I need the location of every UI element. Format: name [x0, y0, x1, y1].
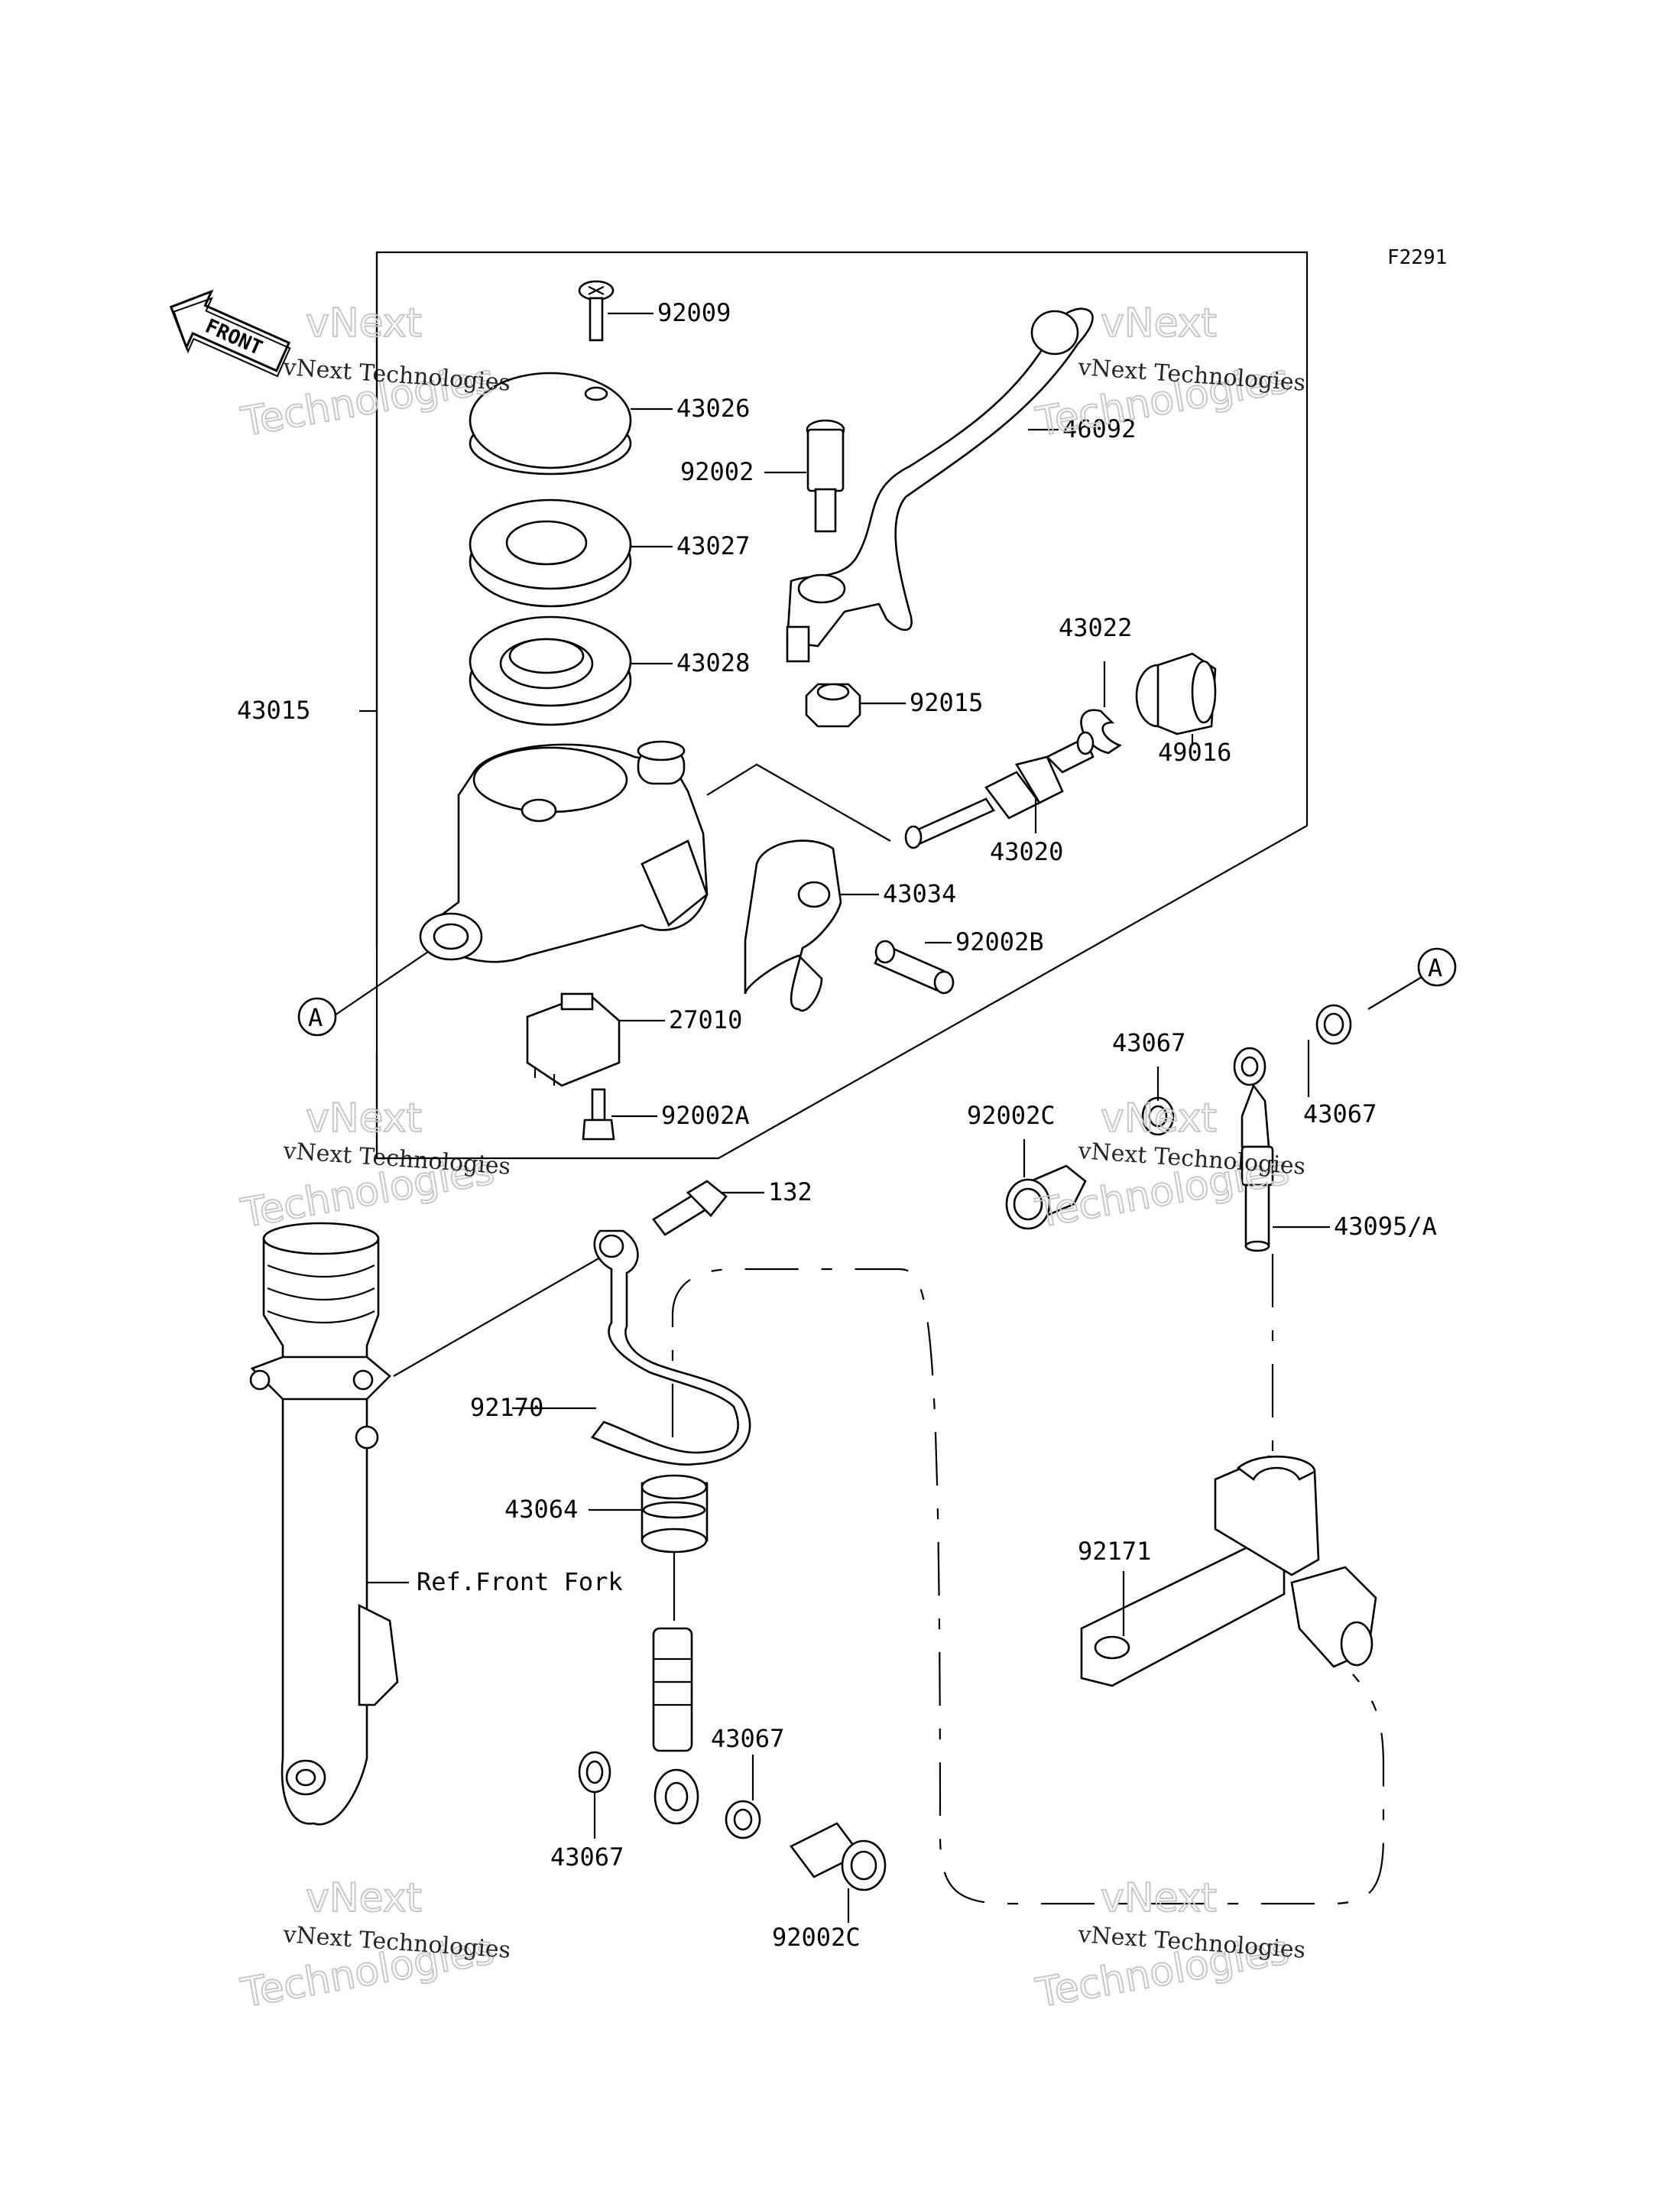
label-43067-left: 43067	[550, 1842, 624, 1872]
assembly-boundary	[375, 251, 1309, 1160]
washer-43067-mid	[1141, 1096, 1175, 1136]
label-92002: 92002	[680, 457, 754, 486]
svg-text:vNext: vNext	[1101, 1096, 1217, 1141]
watermark-top-left: vNext Technologies vNext Technologies	[237, 300, 511, 446]
svg-text:vNext: vNext	[1101, 300, 1217, 346]
label-46092: 46092	[1062, 414, 1136, 443]
label-92170: 92170	[470, 1393, 543, 1422]
piston-assembly-43020	[904, 731, 1095, 849]
front-fork-reference	[249, 1222, 399, 1826]
label-43064: 43064	[504, 1495, 578, 1524]
label-43026: 43026	[676, 394, 750, 423]
watermark-bottom-right: vNext Technologies vNext Technologies	[1032, 1875, 1306, 2018]
hose-clamp-bracket-92171	[1080, 1455, 1377, 1687]
label-92002C-upper: 92002C	[967, 1101, 1056, 1130]
label-43067-mid: 43067	[1112, 1028, 1185, 1057]
hose-routing-line	[671, 1268, 1385, 1905]
label-43095A: 43095/A	[1334, 1212, 1437, 1241]
svg-text:vNext: vNext	[306, 1096, 422, 1141]
washer-43067-hose	[725, 1800, 761, 1839]
nut-92015	[805, 683, 861, 728]
diaphragm-43028	[469, 615, 632, 726]
label-43067-right: 43067	[1303, 1099, 1377, 1128]
callout-a-right-label: A	[1428, 953, 1442, 982]
figure-code: F2291	[1387, 246, 1447, 269]
clamp-holder-43034	[744, 839, 842, 1012]
svg-text:vNext: vNext	[306, 300, 422, 346]
callout-a-left: A	[297, 997, 337, 1037]
label-43028: 43028	[676, 648, 750, 677]
label-92171: 92171	[1078, 1537, 1151, 1566]
grommet-43064	[641, 1474, 709, 1554]
label-ref-front-fork: Ref.Front Fork	[417, 1567, 623, 1596]
callout-a-right: A	[1417, 947, 1457, 987]
label-92002B: 92002B	[955, 927, 1044, 956]
dust-boot-49016	[1135, 652, 1217, 735]
banjo-bolt-92002C-upper	[1005, 1164, 1087, 1230]
label-43022: 43022	[1059, 613, 1132, 642]
label-43027: 43027	[676, 531, 750, 560]
watermark-mid-left: vNext Technologies vNext Technologies	[237, 1095, 511, 1238]
pivot-bolt-92002	[806, 419, 845, 533]
brake-hose-end	[652, 1627, 699, 1825]
screw-92009	[578, 280, 615, 342]
brake-hose-pipe-92170	[590, 1229, 751, 1466]
label-43067-hose: 43067	[711, 1724, 784, 1753]
reservoir-cap-43026	[469, 372, 632, 476]
label-92002C-lower: 92002C	[772, 1923, 861, 1952]
label-27010: 27010	[669, 1005, 742, 1034]
washer-43067-left	[578, 1751, 611, 1794]
brake-lever-46092	[786, 307, 1094, 663]
brake-switch-27010	[526, 992, 621, 1087]
svg-text:vNext: vNext	[306, 1875, 422, 1921]
label-49016: 49016	[1158, 738, 1231, 767]
diaphragm-plate-43027	[469, 498, 632, 608]
bolt-132	[652, 1180, 728, 1236]
watermark-bottom-left: vNext Technologies vNext Technologies	[237, 1875, 511, 2018]
label-92002A: 92002A	[661, 1101, 750, 1130]
svg-text:vNext: vNext	[1101, 1875, 1217, 1921]
front-direction-arrow: FRONT	[169, 289, 291, 378]
bolt-92002B	[874, 940, 955, 995]
banjo-bolt-92002C-lower	[790, 1822, 887, 1891]
label-92015: 92015	[910, 688, 983, 717]
washer-43067-right	[1315, 1004, 1352, 1045]
label-92009: 92009	[657, 298, 731, 327]
label-43020: 43020	[990, 837, 1063, 866]
callout-a-left-label: A	[308, 1003, 323, 1032]
label-132: 132	[768, 1177, 812, 1206]
master-cylinder-body	[419, 740, 709, 963]
label-43015: 43015	[237, 696, 310, 725]
banjo-fitting-43095A	[1233, 1047, 1274, 1252]
label-43034: 43034	[883, 879, 956, 908]
screw-92002A	[582, 1088, 615, 1141]
